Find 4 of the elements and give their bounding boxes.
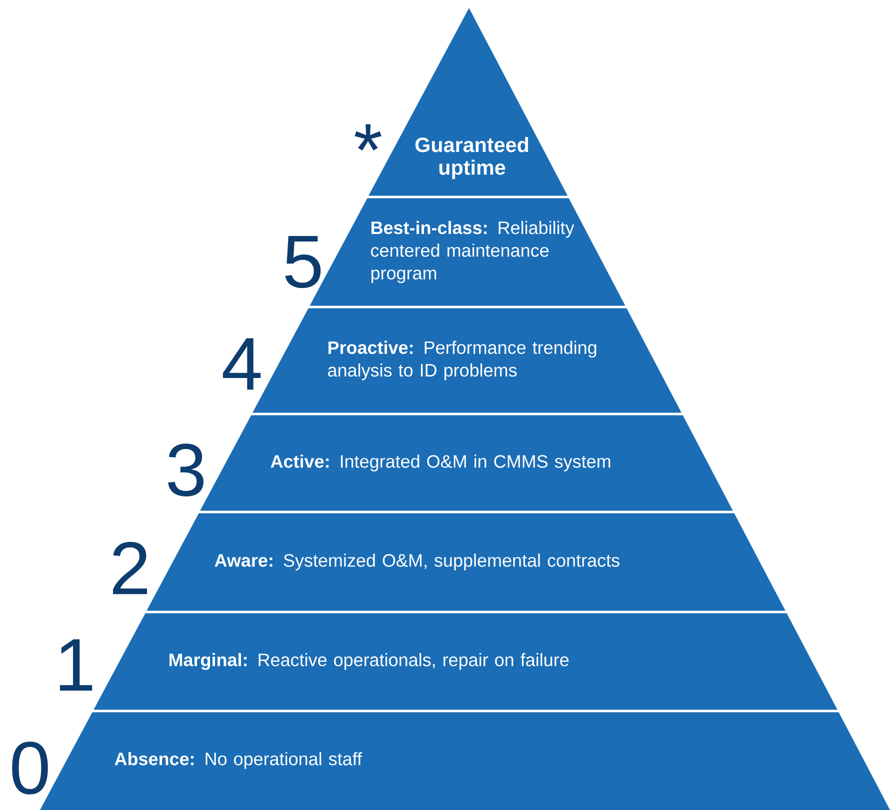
pyramid-level: Marginal: Reactive operationals, repair on failure — [94, 613, 838, 710]
level-number: 2 — [113, 542, 147, 594]
pyramid-level: Aware: Systemized O&M, supplemental contracts — [146, 513, 786, 611]
level-number: 1 — [60, 639, 92, 691]
